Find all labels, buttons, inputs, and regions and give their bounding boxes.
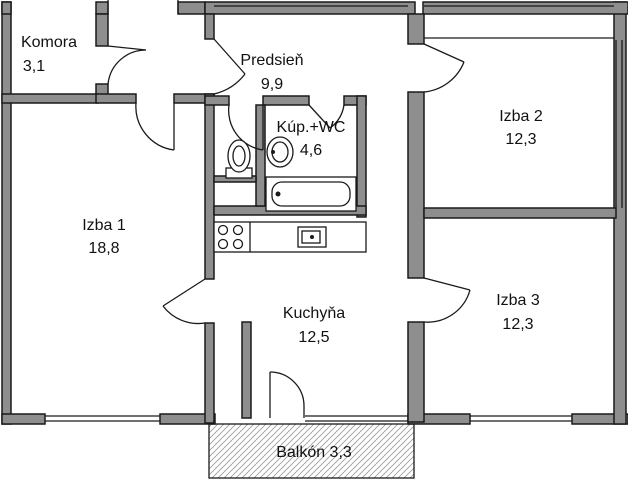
toilet-icon [225, 139, 253, 179]
room-izba3-name: Izba 3 [496, 292, 540, 309]
room-izba2-name: Izba 2 [499, 108, 543, 125]
room-kupelna-name: Kúp.+WC [277, 119, 346, 136]
doors [107, 0, 471, 418]
fixtures [213, 136, 367, 253]
room-komora-name: Komora [21, 34, 77, 51]
sink-icon [297, 226, 327, 248]
walls [1, 1, 628, 425]
room-kuchyna-area: 12,5 [298, 329, 329, 346]
room-izba1-name: Izba 1 [82, 217, 126, 234]
room-kuchyna-name: Kuchyňa [283, 305, 345, 322]
room-predsien-area: 9,9 [261, 76, 283, 93]
room-balkon-label: Balkón 3,3 [276, 444, 352, 461]
room-izba1-area: 18,8 [88, 240, 119, 257]
room-izba3-area: 12,3 [502, 316, 533, 333]
windows [45, 5, 623, 422]
stove-icon [217, 224, 244, 250]
bathtub-icon [265, 176, 357, 212]
room-labels: Komora 3,1 Predsieň 9,9 Kúp.+WC 4,6 Izba… [21, 34, 543, 461]
room-predsien-name: Predsieň [240, 52, 303, 69]
washbasin-icon [266, 136, 294, 168]
room-kupelna-area: 4,6 [300, 142, 322, 159]
room-izba2-area: 12,3 [505, 131, 536, 148]
balcony-area [208, 423, 415, 479]
room-komora-area: 3,1 [23, 58, 45, 75]
